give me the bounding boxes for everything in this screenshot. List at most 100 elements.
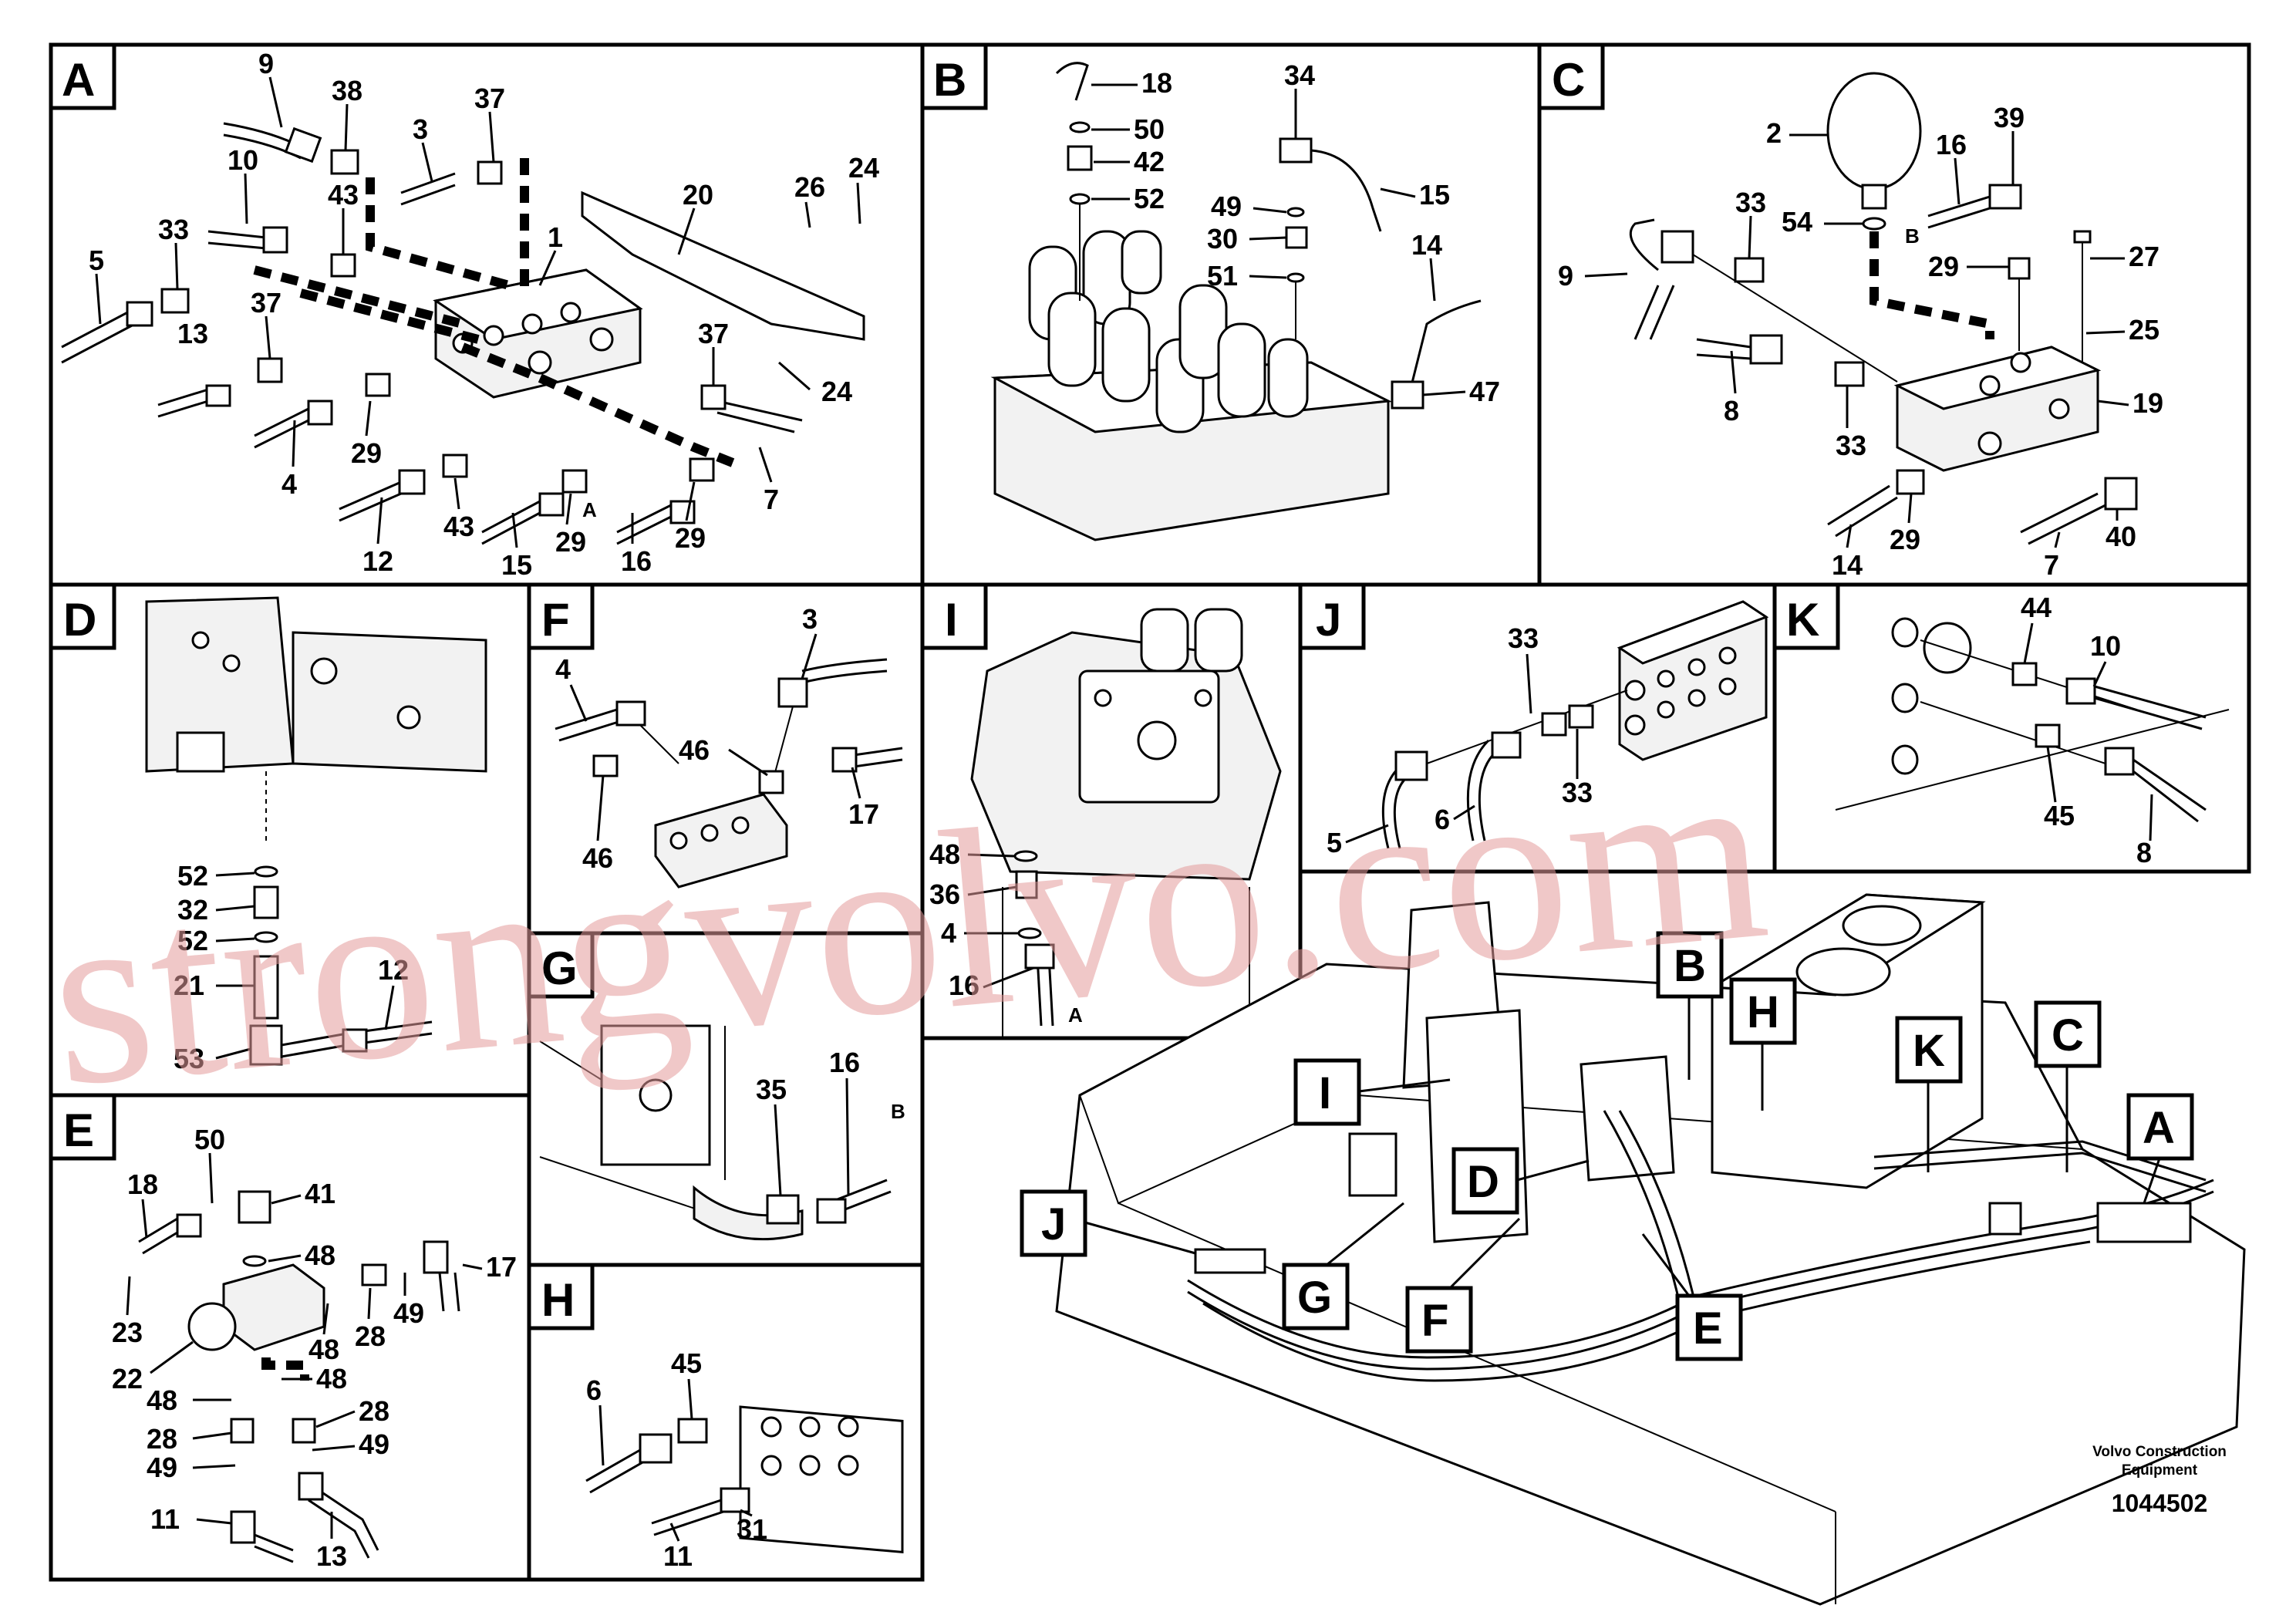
label-4: 4 <box>941 917 956 949</box>
label-53: 53 <box>174 1043 204 1074</box>
label-4: 4 <box>555 653 571 685</box>
label-8: 8 <box>1724 395 1739 427</box>
label-36: 36 <box>929 878 960 910</box>
label-32: 32 <box>177 894 208 926</box>
label-17: 17 <box>848 798 879 830</box>
panel-d-letter: D <box>63 594 96 646</box>
panel-j: J 33 33 5 6 <box>1298 582 1777 874</box>
callout-f: F <box>1421 1296 1448 1346</box>
company-name-line2: Equipment <box>2122 1462 2198 1479</box>
callout-j: J <box>1041 1199 1066 1249</box>
panel-a-letter-box <box>49 42 116 110</box>
label-12: 12 <box>362 545 393 577</box>
label-14: 14 <box>1411 229 1442 261</box>
callout-i-box <box>1293 1058 1361 1126</box>
label-33: 33 <box>1735 187 1766 218</box>
overview-callouts: B H K C A I D J G F E <box>1020 931 2194 1361</box>
label-52: 52 <box>1134 183 1165 214</box>
panel-h-letter-box <box>527 1263 595 1330</box>
panel-f-letter-box <box>527 582 595 650</box>
label-a-marker: A <box>1068 1003 1083 1027</box>
label-13: 13 <box>177 318 208 349</box>
label-7: 7 <box>764 484 779 515</box>
swing-motor <box>970 608 1282 1038</box>
label-37: 37 <box>251 287 282 319</box>
callout-g: G <box>1297 1273 1332 1323</box>
label-33: 33 <box>1508 622 1539 654</box>
label-5: 5 <box>1327 827 1342 858</box>
panel-h-letter: H <box>541 1274 575 1326</box>
panel-i-letter: I <box>945 594 958 646</box>
label-22: 22 <box>112 1363 143 1394</box>
panel-j-letter: J <box>1316 594 1341 646</box>
label-12: 12 <box>378 954 409 986</box>
panel-c-letter: C <box>1552 54 1585 106</box>
label-25: 25 <box>2129 314 2159 346</box>
label-23: 23 <box>112 1317 143 1348</box>
panel-j-letter-box <box>1298 582 1366 650</box>
label-41: 41 <box>305 1178 335 1209</box>
label-52: 52 <box>177 925 208 956</box>
callout-h: H <box>1747 987 1779 1037</box>
label-16: 16 <box>621 545 652 577</box>
label-11: 11 <box>663 1540 693 1572</box>
label-37: 37 <box>698 318 729 349</box>
callout-b-box <box>1656 931 1724 999</box>
label-18: 18 <box>1141 67 1172 99</box>
label-48: 48 <box>305 1239 335 1271</box>
callout-e: E <box>1693 1303 1723 1354</box>
label-9: 9 <box>258 48 274 79</box>
label-15: 15 <box>501 549 532 581</box>
label-31: 31 <box>737 1513 767 1545</box>
callout-d: D <box>1467 1157 1499 1207</box>
label-49: 49 <box>359 1428 389 1460</box>
label-52: 52 <box>177 860 208 892</box>
callout-c: C <box>2052 1010 2084 1061</box>
panel-d-letter-box <box>49 582 116 650</box>
label-18: 18 <box>127 1168 158 1200</box>
panel-k-frame <box>1772 582 2251 874</box>
label-29: 29 <box>1890 524 1920 555</box>
label-42: 42 <box>1134 146 1165 177</box>
label-29: 29 <box>555 526 586 558</box>
label-28: 28 <box>355 1320 386 1352</box>
label-48: 48 <box>929 838 960 870</box>
label-27: 27 <box>2129 241 2159 272</box>
panel-g: G 16 35 B <box>527 931 925 1267</box>
label-2: 2 <box>1766 117 1782 149</box>
label-16: 16 <box>1936 129 1967 160</box>
label-37: 37 <box>474 83 505 114</box>
callout-d-box <box>1451 1147 1519 1215</box>
label-21: 21 <box>174 969 204 1001</box>
label-48: 48 <box>308 1334 339 1365</box>
label-49: 49 <box>393 1297 424 1329</box>
label-6: 6 <box>586 1374 602 1406</box>
label-3: 3 <box>802 603 818 635</box>
label-48: 48 <box>147 1384 177 1416</box>
label-50: 50 <box>1134 113 1165 145</box>
label-26: 26 <box>794 171 825 203</box>
label-43: 43 <box>328 179 359 211</box>
accumulator <box>1826 72 1922 191</box>
label-35: 35 <box>756 1074 787 1105</box>
callout-i: I <box>1319 1068 1331 1118</box>
callout-g-box <box>1282 1263 1350 1330</box>
label-49: 49 <box>147 1452 177 1483</box>
label-49: 49 <box>1211 191 1242 222</box>
panel-g-letter-box <box>527 931 595 999</box>
callout-h-box <box>1729 977 1797 1045</box>
label-34: 34 <box>1284 59 1315 91</box>
label-54: 54 <box>1782 206 1812 238</box>
panel-a: A <box>49 42 925 587</box>
label-48: 48 <box>316 1363 347 1394</box>
label-38: 38 <box>332 75 362 106</box>
label-45: 45 <box>2044 800 2075 831</box>
label-11: 11 <box>150 1503 180 1535</box>
label-10: 10 <box>2090 630 2121 662</box>
label-14: 14 <box>1832 549 1863 581</box>
callout-a: A <box>2143 1103 2175 1153</box>
footer-block: Volvo Construction Equipment 1044502 <box>2092 1444 2227 1517</box>
label-7: 7 <box>2044 549 2059 581</box>
company-name-line1: Volvo Construction <box>2092 1444 2227 1460</box>
